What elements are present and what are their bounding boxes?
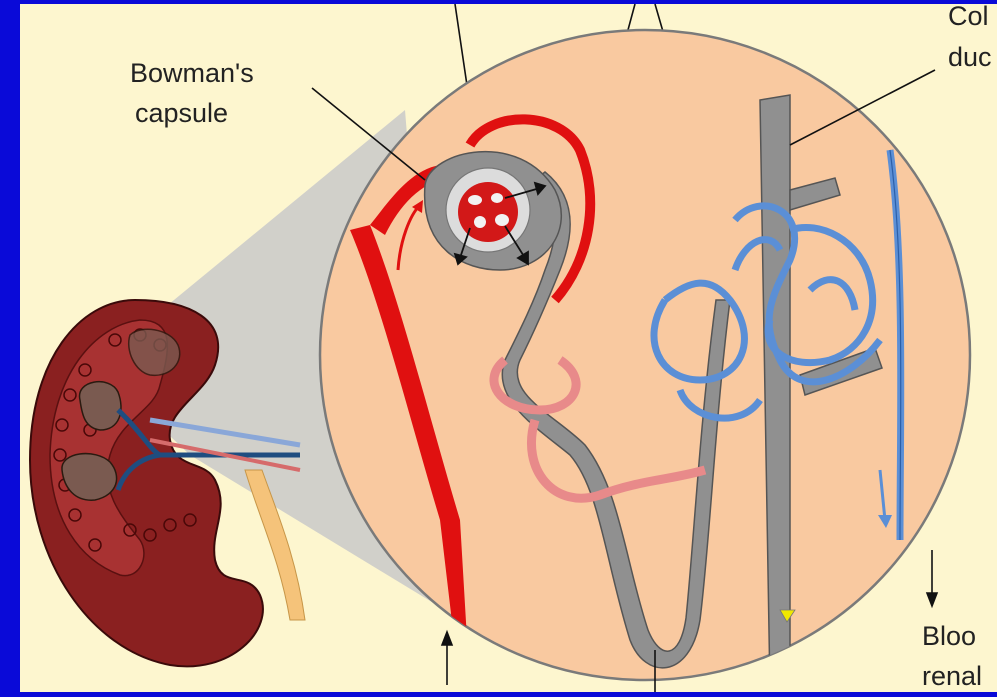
label-bowmans-line2: capsule (135, 98, 228, 128)
label-blood-line2: renal (922, 661, 982, 691)
label-collecting-line2: duc (948, 42, 992, 72)
label-blood-line1: Bloo (922, 621, 976, 651)
label-collecting-line1: Col (948, 1, 989, 31)
label-bowmans-line1: Bowman's (130, 58, 254, 88)
